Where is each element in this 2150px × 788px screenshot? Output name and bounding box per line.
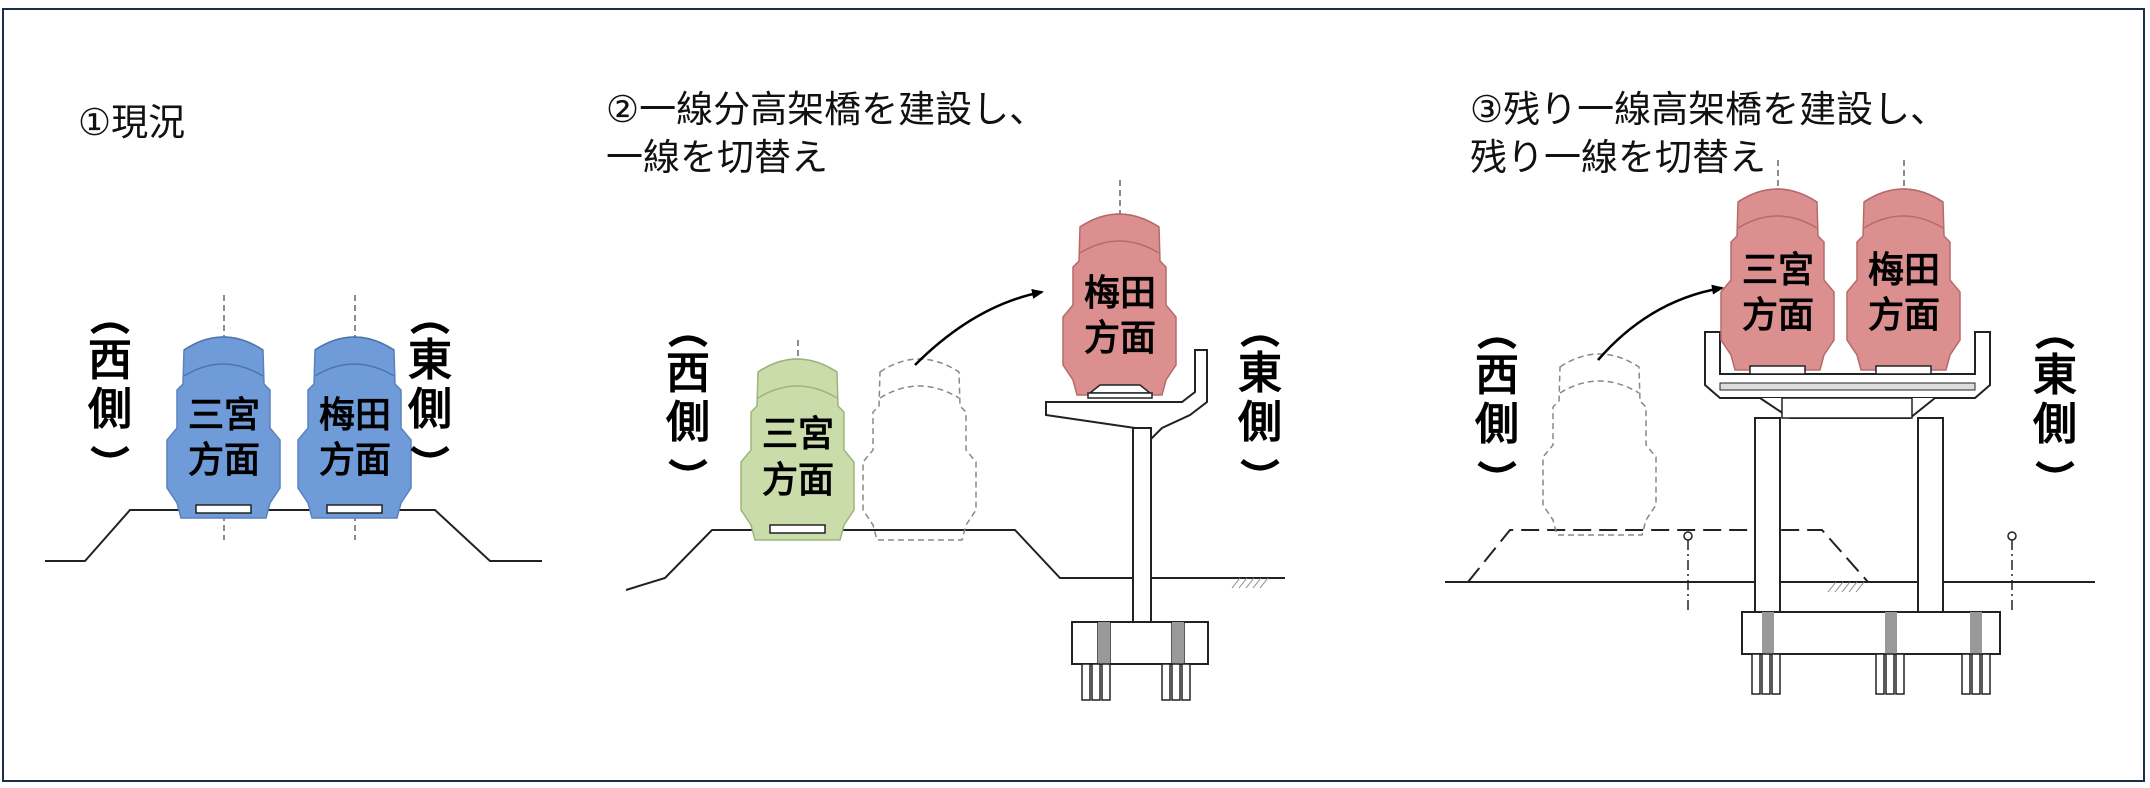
move-arrow [914,289,1044,366]
panel1-title: ①現況 [78,101,186,144]
train-label: 方面 [1084,318,1156,359]
train-label: 方面 [762,460,834,501]
east-label-char1: 東 [408,335,452,386]
train-umeda [1062,213,1177,396]
east-label-char1: 東 [1238,348,1282,399]
train-label: 方面 [188,440,260,481]
panel2-title-line1: ②一線分高架橋を建設し、 [606,88,1047,131]
panel3-title-line1: ③残り一線高架橋を建設し、 [1470,88,1948,131]
pile-cap [1071,621,1209,665]
move-arrow [1597,284,1724,361]
train-sannomiya [1720,188,1835,371]
east-label-char2: 側 [1237,397,1282,448]
embankment-outline [45,509,542,562]
viaduct-column [1754,417,1781,613]
side-brackets [90,322,2075,473]
ground-hatch [1827,581,1865,593]
piles [1081,663,1191,701]
piles [1751,653,1991,695]
train-label: 梅田 [1084,273,1156,314]
panel2: 三宮 方面 梅田 方面 西 側 東 [625,180,1285,701]
train-umeda [1846,188,1961,371]
train-label: 三宮 [762,414,834,455]
rail-pad [326,504,383,514]
train-sannomiya [166,336,281,519]
rail-pad [1749,365,1806,375]
train-sannomiya [740,358,855,541]
east-label-char2: 側 [407,384,452,435]
west-label-char1: 西 [1475,350,1519,401]
ground-hatch [1231,577,1269,589]
rail-pad [1087,384,1153,394]
viaduct-column [1132,427,1152,624]
train-label: 梅田 [1868,250,1940,291]
west-label-char1: 西 [88,335,132,386]
panel1: 三宮 方面 梅田 方面 西 側 東 側 [45,295,542,562]
train-label: 方面 [1868,295,1940,336]
west-label-char2: 側 [665,397,710,448]
train-label: 方面 [1742,295,1814,336]
ghost-train [1542,353,1657,536]
ghost-train [862,358,977,541]
west-label-char2: 側 [1474,399,1519,450]
diagram-frame [2,8,2145,782]
west-label-char1: 西 [666,348,710,399]
train-umeda [297,336,412,519]
viaduct-column [1917,417,1944,613]
viaduct-deck [1704,331,1991,399]
panel2-title-line2: 一線を切替え [606,136,828,179]
rail-pad [1875,365,1932,375]
rail-pad [769,524,826,534]
rail-pad [1087,392,1153,399]
old-embankment-outline [1467,529,1869,583]
pile-cap [1741,611,2001,655]
rail-pad [195,504,252,514]
train-label: 梅田 [319,395,391,436]
west-label-char2: 側 [87,384,132,435]
east-label-char2: 側 [2032,399,2077,450]
train-label: 三宮 [188,395,260,436]
east-label-char1: 東 [2033,350,2077,401]
panel3-title-line2: 残り一線を切替え [1470,136,1766,179]
survey-marker [1683,531,2017,610]
train-label: 方面 [319,440,391,481]
embankment-outline [625,529,1285,591]
train-label: 三宮 [1742,250,1814,291]
panel3: 三宮 方面 梅田 方面 西 側 東 側 [1445,160,2095,695]
